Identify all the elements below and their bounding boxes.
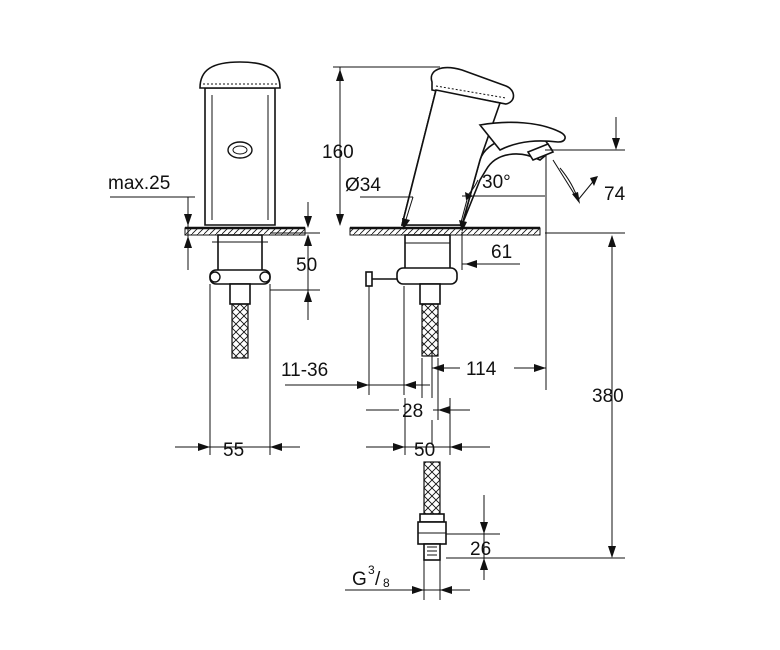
dim-thread-denominator: 8 <box>383 576 390 590</box>
side-push-cap <box>430 66 515 105</box>
front-clamp-body <box>217 234 263 274</box>
dim-angle: 30° <box>482 172 511 193</box>
dim-lever-swing: 74 <box>604 184 626 205</box>
front-view: max.25 50 55 <box>108 61 320 461</box>
dim-height: 160 <box>322 142 354 163</box>
dim-total-length: 380 <box>592 386 624 407</box>
front-tap-body <box>204 87 276 226</box>
dim-thread-slash: / <box>375 569 381 590</box>
dim-thread-numerator: 3 <box>368 563 375 577</box>
dim-thread-letter: G <box>352 569 367 590</box>
dim-adjust-range: 11-36 <box>281 360 328 381</box>
connector-thread <box>423 543 441 561</box>
side-hose <box>421 303 439 357</box>
dim-connector-length: 26 <box>470 539 491 560</box>
dim-under-deck: 50 <box>296 255 317 276</box>
dim-max-deck: max.25 <box>108 173 170 194</box>
front-outlet <box>227 141 253 159</box>
front-push-cap <box>199 61 281 89</box>
dim-clamp-offset: 61 <box>491 242 512 263</box>
side-clamp-body <box>404 234 451 272</box>
lower-hose <box>423 461 441 515</box>
dim-hose-spacing: 28 <box>402 401 423 422</box>
side-view: 160 Ø34 30° <box>281 66 626 558</box>
hose-connector: 26 G 3 / 8 <box>345 461 625 600</box>
side-lever <box>478 121 566 152</box>
dim-side-width: 50 <box>414 440 435 461</box>
dim-front-width: 55 <box>223 440 244 461</box>
dim-diameter: Ø34 <box>345 175 381 196</box>
dim-reach: 114 <box>466 359 497 380</box>
front-hose <box>231 303 249 359</box>
